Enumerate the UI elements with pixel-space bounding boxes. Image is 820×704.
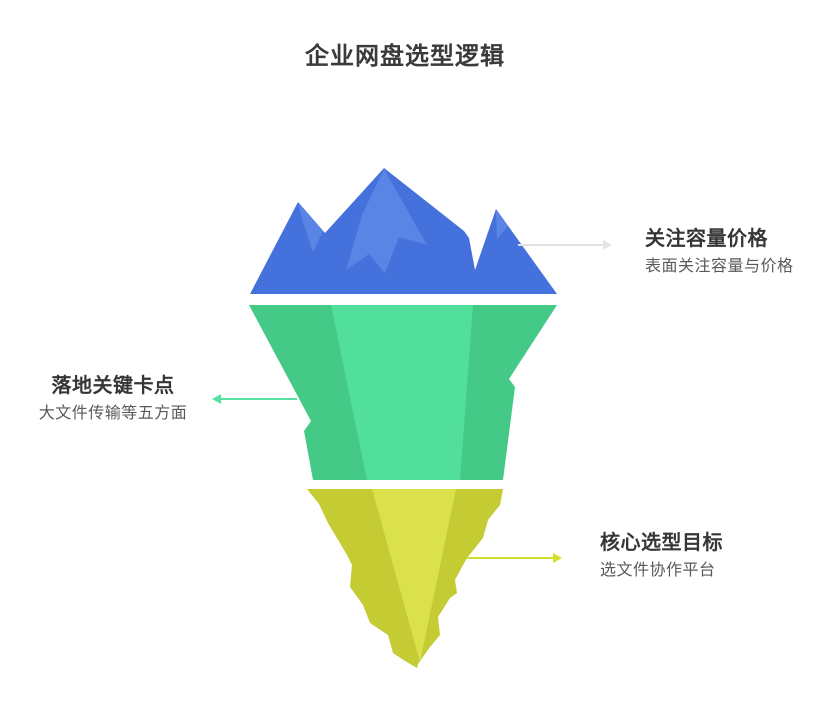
connector-arrow-core	[466, 553, 562, 563]
core-facet-center	[372, 489, 456, 662]
callout-core-title: 核心选型目标	[600, 532, 723, 554]
callout-middle-desc: 大文件传输等五方面	[38, 405, 188, 422]
arrowhead-left-icon	[212, 394, 221, 404]
iceberg-layer-middle	[249, 305, 557, 480]
callout-surface-desc: 表面关注容量与价格	[645, 258, 794, 275]
mountain-facet-center	[346, 169, 427, 273]
iceberg-layer-surface	[250, 168, 557, 294]
iceberg-layer-core	[307, 489, 503, 668]
connector-arrow-surface	[518, 240, 612, 250]
arrowhead-right-icon	[553, 553, 562, 563]
callout-core-desc: 选文件协作平台	[600, 562, 716, 579]
connector-arrow-middle	[212, 394, 297, 404]
page-title: 企业网盘选型逻辑	[305, 43, 505, 70]
callout-middle-title: 落地关键卡点	[51, 375, 175, 397]
mountain-facet-right	[496, 210, 508, 239]
callout-surface-title: 关注容量价格	[645, 228, 768, 250]
middle-facet-center	[331, 305, 473, 480]
callout-surface: 关注容量价格 表面关注容量与价格	[645, 227, 794, 276]
arrowhead-right-icon	[603, 240, 612, 250]
callout-middle: 落地关键卡点 大文件传输等五方面	[30, 374, 196, 423]
mountain-facet-left	[298, 203, 323, 252]
callout-core: 核心选型目标 选文件协作平台	[600, 531, 723, 580]
